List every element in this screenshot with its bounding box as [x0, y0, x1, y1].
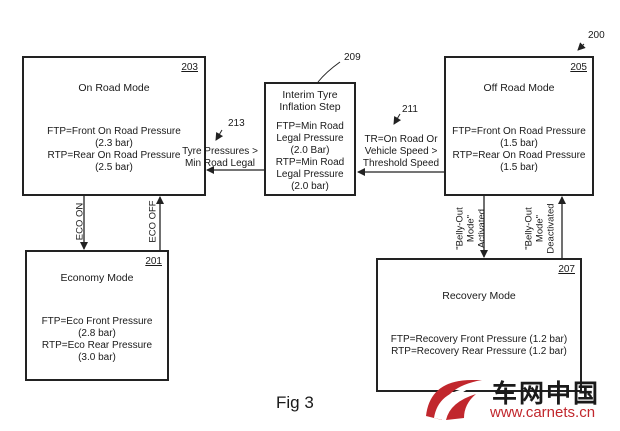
box-line: FTP=Front On Road Pressure	[47, 126, 181, 137]
figure-ref-number: 200	[588, 30, 605, 41]
tyre-label-ref-number: 213	[228, 118, 245, 129]
box-line: RTP=Rear On Road Pressure	[47, 150, 181, 161]
tyre-pressures-label: Tyre Pressures > Min Road Legal	[180, 146, 260, 170]
leader-209	[317, 61, 341, 83]
box-line: (2.3 bar)	[95, 138, 133, 149]
box-title: Inflation Step	[279, 101, 341, 113]
box-line: RTP=Recovery Rear Pressure (1.2 bar)	[391, 346, 567, 357]
box-line: (2.8 bar)	[78, 328, 116, 339]
watermark-url-text: www.carnets.cn	[490, 404, 596, 421]
tr-label-ref-number: 211	[402, 104, 418, 115]
box-title: Interim Tyre	[282, 89, 338, 101]
label-line: Activated	[476, 208, 488, 249]
box-line: RTP=Eco Rear Pressure	[41, 340, 153, 351]
box-line: FTP=Eco Front Pressure	[41, 316, 153, 327]
economy-mode-box: 201 Economy Mode FTP=Eco Front Pressure …	[25, 250, 169, 381]
box-line: FTP=Recovery Front Pressure (1.2 bar)	[390, 334, 568, 345]
leader-200	[577, 42, 586, 51]
box-number: 205	[570, 62, 587, 73]
label-line: Mode"	[534, 214, 546, 243]
label-line: Vehicle Speed >	[364, 146, 438, 157]
box-line: (1.5 bar)	[500, 138, 538, 149]
label-line: Min Road Legal	[184, 158, 256, 169]
box-line: Legal Pressure	[276, 133, 344, 144]
label-line: "Belly-Out	[454, 207, 466, 250]
belly-out-deactivated-label: "Belly-Out Mode" Deactivated	[524, 194, 557, 264]
off-road-mode-box: 205 Off Road Mode FTP=Front On Road Pres…	[444, 56, 594, 196]
watermark: 车网中国 www.carnets.cn	[420, 372, 616, 426]
box-title: Recovery Mode	[442, 290, 516, 302]
box-title: Off Road Mode	[483, 82, 555, 94]
eco-on-label: ECO ON	[74, 202, 86, 241]
label-line: Threshold Speed	[362, 158, 440, 169]
box-line: RTP=Min Road	[275, 157, 345, 168]
interim-inflation-box: Interim Tyre Inflation Step FTP=Min Road…	[264, 82, 356, 196]
box-number: 207	[558, 264, 575, 275]
label-line: "Belly-Out	[523, 207, 535, 250]
box-line: (2.5 bar)	[95, 162, 133, 173]
box-title: Economy Mode	[60, 272, 134, 284]
recovery-mode-box: 207 Recovery Mode FTP=Recovery Front Pre…	[376, 258, 582, 392]
belly-out-activated-label: "Belly-Out Mode" Activated	[455, 194, 488, 264]
label-line: Deactivated	[545, 203, 557, 254]
box-number: 201	[145, 256, 162, 267]
box-line: FTP=Front On Road Pressure	[452, 126, 586, 137]
box-line: (3.0 bar)	[78, 352, 116, 363]
watermark-brand-text: 车网中国	[492, 380, 601, 408]
label-line: TR=On Road Or	[364, 134, 438, 145]
on-road-mode-box: 203 On Road Mode FTP=Front On Road Press…	[22, 56, 206, 196]
box-line: (2.0 Bar)	[290, 145, 330, 156]
box-line: Legal Pressure	[276, 169, 344, 180]
box-title: On Road Mode	[78, 82, 150, 94]
box-number: 203	[181, 62, 198, 73]
figure-caption: Fig 3	[276, 393, 314, 412]
label-line: Tyre Pressures >	[182, 146, 258, 157]
box-line: (1.5 bar)	[500, 162, 538, 173]
tr-on-road-label: TR=On Road Or Vehicle Speed > Threshold …	[358, 134, 444, 170]
box-line: FTP=Min Road	[276, 121, 344, 132]
box-line: RTP=Rear On Road Pressure	[452, 150, 586, 161]
interim-ref-number: 209	[344, 52, 361, 63]
label-line: Mode"	[465, 214, 477, 243]
leader-213	[215, 129, 224, 141]
leader-211	[393, 113, 402, 125]
eco-off-label: ECO OFF	[147, 200, 159, 243]
box-line: (2.0 bar)	[291, 181, 329, 192]
carnets-logo-icon	[426, 380, 482, 422]
